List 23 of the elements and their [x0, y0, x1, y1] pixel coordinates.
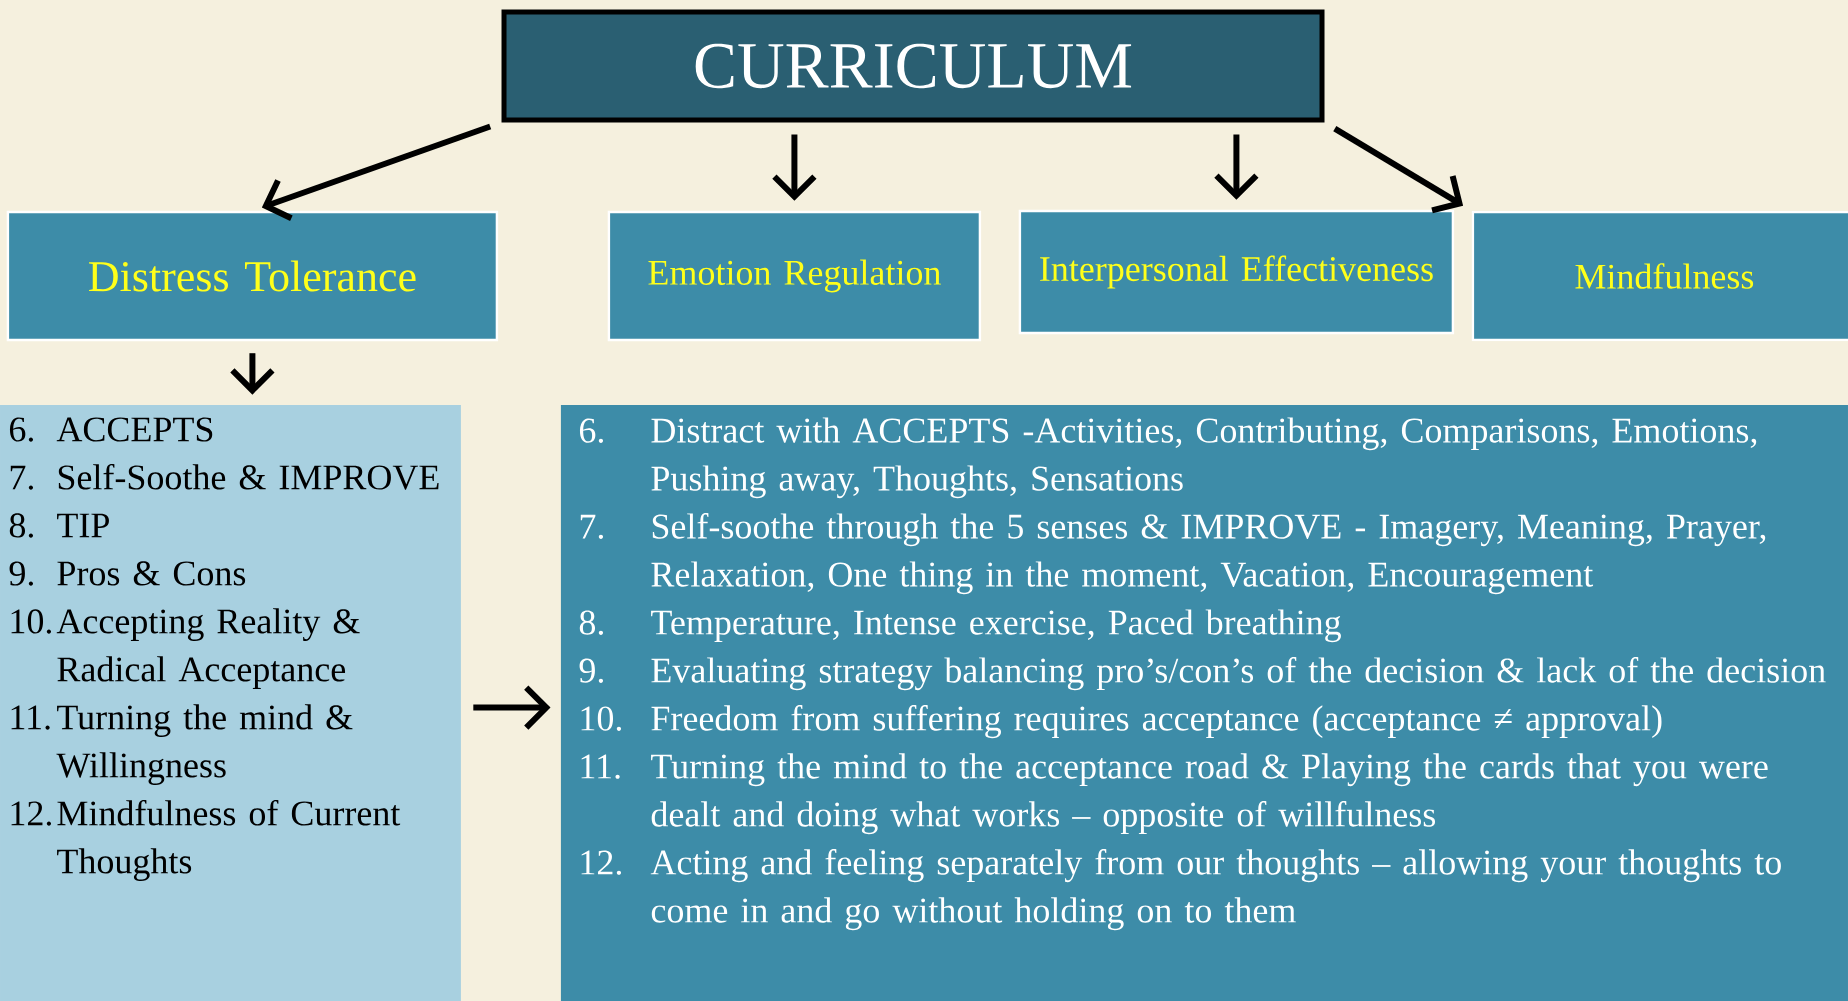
list-item: 9. Pros & Cons — [9, 561, 246, 586]
list-item: 8. TIP — [9, 513, 109, 538]
list-item: 7. Self-Soothe & IMPROVE — [10, 463, 439, 490]
list-item: 11. Turning the mind & Willingness — [11, 704, 353, 785]
arrow — [1333, 126, 1464, 214]
list-item: 6. Distract with ACCEPTS -Activities, Contributing, Comparisons, Emotions, Pushing away, Thoughts, Sensations — [579, 417, 1757, 499]
list-item: 11. Turning the mind to the acceptance road & Playing the cards that you were dealt and doing what works – opposite of willfulness — [581, 753, 1768, 835]
list-item: 7. Self-soothe through the 5 senses & IMPROVE - Imagery, Meaning, Prayer, Relaxation, One thing in the moment, Vacation, Encouragement — [580, 513, 1766, 595]
list-item: 12. Acting and feeling separately from our thoughts – allowing your thoughts to come in and go without holding on to them — [581, 849, 1781, 931]
category-box: Interpersonal Effectiveness — [1018, 209, 1455, 335]
title-box: CURRICULUM — [501, 9, 1325, 123]
list-item: 9. Evaluating strategy balancing pro’s/con’s of the decision & lack of the decision — [579, 657, 1826, 691]
list-box — [560, 405, 1848, 1001]
list-item: 10.Accepting Reality & Radical Acceptance — [11, 608, 360, 689]
arrow — [261, 123, 492, 221]
list-item: 6. ACCEPTS — [9, 417, 213, 442]
list-item: 8. Temperature, Intense exercise, Paced breathing — [579, 609, 1341, 643]
category-box: Emotion Regulation — [607, 210, 982, 342]
category-box: Distress Tolerance — [6, 210, 499, 342]
list-box — [0, 405, 461, 1001]
category-box: Mindfulness — [1471, 210, 1848, 342]
list-item: 10. Freedom from suffering requires acceptance (acceptance ≠ approval) — [581, 705, 1662, 739]
list-item: 12. Mindfulness of Current Thoughts — [11, 799, 401, 881]
